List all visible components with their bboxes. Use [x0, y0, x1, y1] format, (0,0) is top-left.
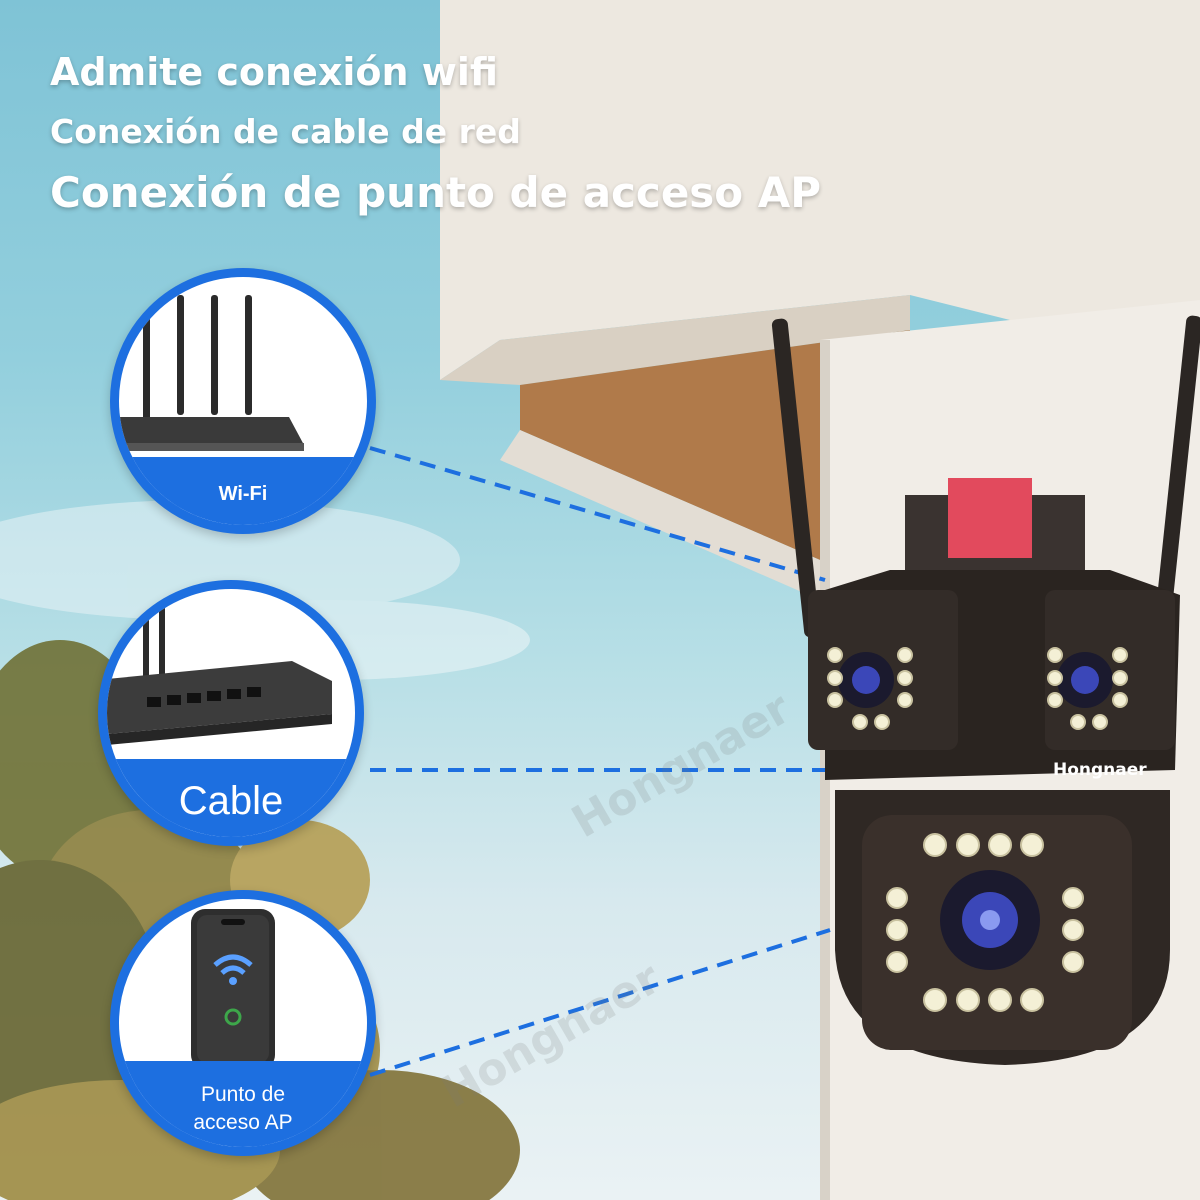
wifi-label: Wi-Fi — [218, 483, 268, 505]
headline-wifi-support: Admite conexión wifi — [50, 50, 499, 94]
headline-ap-connection: Conexión de punto de acceso AP — [50, 168, 822, 217]
cable-option: Cable — [98, 580, 364, 846]
wifi-connector — [369, 446, 826, 582]
wifi-option: Wi-Fi — [110, 268, 376, 534]
ap-label-line2: acceso AP — [193, 1111, 293, 1134]
connector-lines — [369, 446, 831, 1077]
headline-cable-connection: Conexión de cable de red — [50, 112, 521, 151]
ap-option: Punto de acceso AP — [110, 890, 376, 1156]
cable-label: Cable — [178, 779, 284, 823]
ap-connector — [369, 928, 831, 1077]
router-icon — [119, 295, 304, 451]
security-camera-icon — [771, 315, 1200, 1065]
camera-brand-logo: Hongnaer — [1053, 760, 1147, 780]
smartphone-wifi-icon — [191, 909, 275, 1069]
ap-label-line1: Punto de — [200, 1083, 286, 1106]
ethernet-switch-icon — [107, 603, 332, 745]
